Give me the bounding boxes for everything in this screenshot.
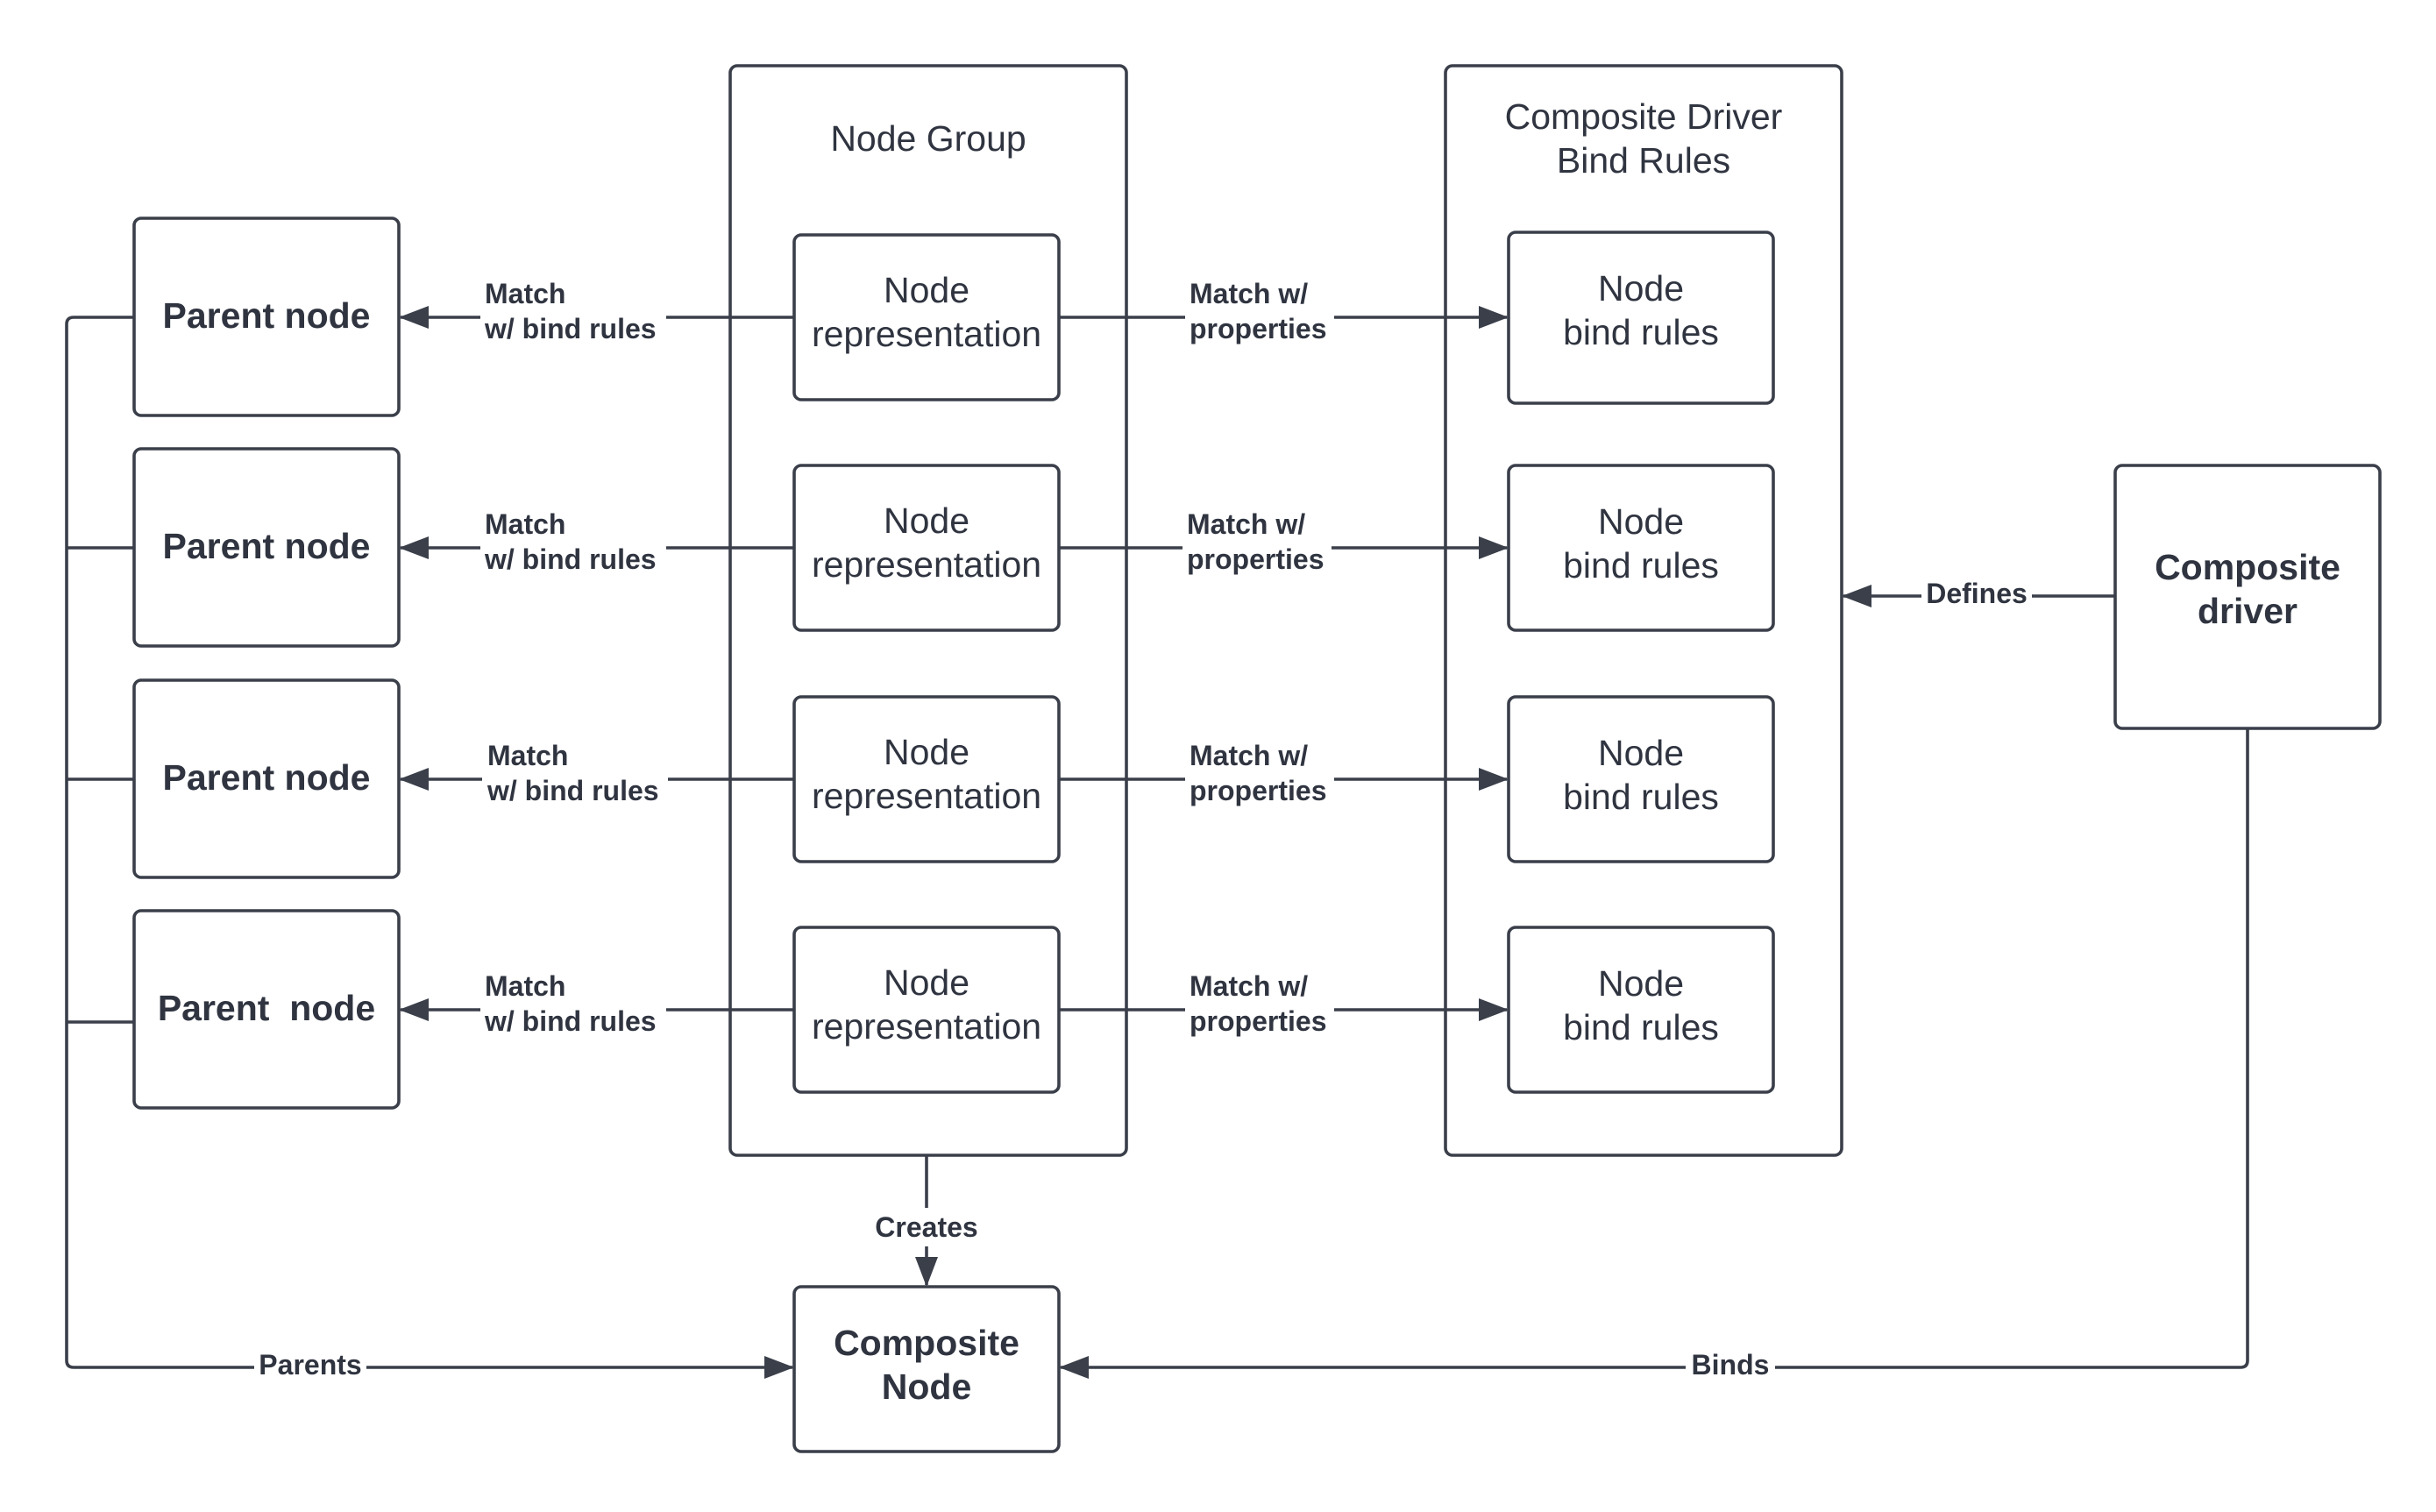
node-representation-line-2: representation xyxy=(812,314,1041,354)
edge-labels-match-properties: Match w/ properties Match w/ properties … xyxy=(1182,272,1334,1040)
node-representation-line-1: Node xyxy=(884,732,969,772)
edge-label-match-line-1: Match xyxy=(485,278,565,309)
node-representation-line-1: Node xyxy=(884,500,969,541)
connector-parents xyxy=(65,316,794,1379)
edge-label-match-line-1: Match xyxy=(485,970,565,1002)
node-bind-rules-line-1: Node xyxy=(1598,963,1684,1004)
node-representation-line-2: representation xyxy=(812,544,1041,585)
edge-label-parents: Parents xyxy=(259,1349,361,1381)
parent-node-label: Parent node xyxy=(158,988,375,1028)
parent-node-label: Parent node xyxy=(163,295,371,336)
parent-node-2: Parent node xyxy=(132,447,401,648)
node-bind-rules-line-2: bind rules xyxy=(1563,545,1719,586)
node-representation-line-1: Node xyxy=(884,270,969,310)
connector-binds xyxy=(1059,728,2249,1379)
edge-label-properties-line-1: Match w/ xyxy=(1190,970,1308,1002)
parent-node-3: Parent node xyxy=(132,678,401,879)
composite-driver: Composite driver xyxy=(2113,464,2382,730)
node-group-title: Node Group xyxy=(830,118,1026,159)
node-representation-4: Node representation xyxy=(792,926,1061,1094)
edge-label-match-line-2: w/ bind rules xyxy=(484,1005,657,1037)
node-representation-line-2: representation xyxy=(812,1006,1041,1047)
node-bind-rules-line-1: Node xyxy=(1598,268,1684,309)
edge-label-match-line-1: Match xyxy=(485,508,565,540)
node-bind-rules-line-1: Node xyxy=(1598,501,1684,542)
edge-label-properties-line-2: properties xyxy=(1187,543,1324,575)
bind-rules-title-line-1: Composite Driver xyxy=(1505,96,1783,137)
edge-label-defines: Defines xyxy=(1926,578,2028,609)
edge-label-properties-line-1: Match w/ xyxy=(1190,740,1308,771)
composite-node-line-1: Composite xyxy=(834,1323,1019,1363)
edge-label-properties-line-2: properties xyxy=(1190,1005,1326,1037)
node-bind-rules-1: Node bind rules xyxy=(1507,231,1775,405)
node-representation-2: Node representation xyxy=(792,464,1061,632)
node-bind-rules-line-1: Node xyxy=(1598,733,1684,773)
edge-label-properties-line-2: properties xyxy=(1190,775,1326,806)
node-bind-rules-4: Node bind rules xyxy=(1507,926,1775,1094)
node-bind-rules-line-2: bind rules xyxy=(1563,312,1719,352)
composite-node-line-2: Node xyxy=(882,1366,972,1407)
edge-label-properties-line-2: properties xyxy=(1190,313,1326,344)
edge-label-match-line-2: w/ bind rules xyxy=(484,543,657,575)
edge-label-match-line-2: w/ bind rules xyxy=(484,313,657,344)
parent-node-4: Parent node xyxy=(132,909,401,1110)
parent-node-label: Parent node xyxy=(163,757,371,798)
node-representation-1: Node representation xyxy=(792,233,1061,401)
node-representation-line-2: representation xyxy=(812,776,1041,816)
composite-node: Composite Node xyxy=(792,1285,1061,1453)
parent-node-label: Parent node xyxy=(163,526,371,566)
node-bind-rules-2: Node bind rules xyxy=(1507,464,1775,632)
bind-rules-title-line-2: Bind Rules xyxy=(1557,140,1730,181)
edge-labels-match-bind-rules: Match w/ bind rules Match w/ bind rules … xyxy=(480,272,668,1040)
node-bind-rules-line-2: bind rules xyxy=(1563,1007,1719,1047)
node-representation-line-1: Node xyxy=(884,962,969,1003)
composite-driver-line-1: Composite xyxy=(2155,547,2340,587)
edge-label-binds: Binds xyxy=(1692,1349,1770,1381)
composite-driver-line-2: driver xyxy=(2198,591,2298,631)
edge-label-match-line-2: w/ bind rules xyxy=(486,775,659,806)
edge-label-properties-line-1: Match w/ xyxy=(1187,508,1305,540)
edge-label-creates: Creates xyxy=(875,1211,977,1243)
node-bind-rules-3: Node bind rules xyxy=(1507,695,1775,863)
edge-label-properties-line-1: Match w/ xyxy=(1190,278,1308,309)
parent-node-1: Parent node xyxy=(132,217,401,417)
node-bind-rules-line-2: bind rules xyxy=(1563,777,1719,817)
edge-label-match-line-1: Match xyxy=(487,740,568,771)
node-representation-3: Node representation xyxy=(792,695,1061,863)
